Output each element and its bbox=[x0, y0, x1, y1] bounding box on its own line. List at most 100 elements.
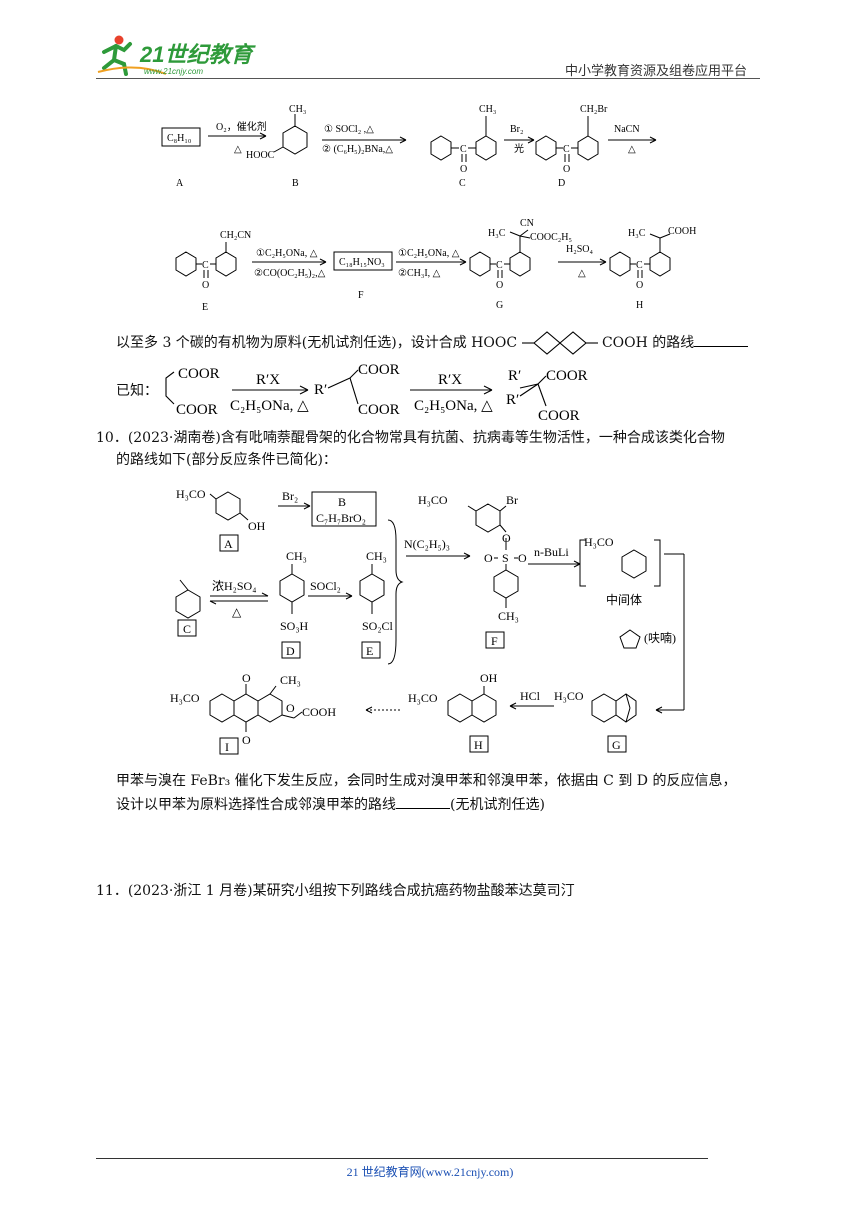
logo-text: 21世纪教育 bbox=[139, 42, 256, 67]
known-base-1: C₂H₅ONa, △ bbox=[230, 398, 309, 414]
compound-f-formula: C₁₈H₁₅NO₃ bbox=[339, 257, 385, 268]
reagent-hcl: HCl bbox=[520, 689, 541, 703]
i-carboxyl: COOH bbox=[302, 705, 336, 719]
header-divider bbox=[96, 78, 760, 79]
benzene-ring-d2 bbox=[577, 135, 599, 161]
known-r-prime: R′ bbox=[314, 382, 327, 398]
answer-blank-q9[interactable] bbox=[694, 334, 749, 347]
a-hydroxy: OH bbox=[248, 519, 266, 533]
label-i: I bbox=[225, 740, 229, 754]
label-f: F bbox=[491, 634, 498, 648]
label-f: F bbox=[358, 290, 364, 301]
reagent-6-bottom: ②CH₃I, △ bbox=[398, 268, 441, 279]
reagent-2-top: ① SOCl₂ ,△ bbox=[324, 124, 374, 135]
label-e: E bbox=[202, 302, 208, 313]
reagent-br2: Br₂ bbox=[282, 489, 298, 503]
known-reagent-2: R′X bbox=[438, 372, 462, 388]
label-box-c bbox=[177, 619, 197, 637]
d-carbonyl-o: O bbox=[563, 164, 570, 175]
label-c: C bbox=[459, 178, 466, 189]
intermediate-label: 中间体 bbox=[606, 592, 642, 607]
d-bromomethyl: CH₂Br bbox=[580, 104, 608, 115]
runner-icon bbox=[97, 35, 167, 76]
footer-divider bbox=[96, 1158, 708, 1159]
benzene-ring-g bbox=[591, 693, 617, 723]
known-coor-3: COOR bbox=[358, 362, 400, 378]
compound-f-box bbox=[333, 251, 393, 271]
e-cyanomethyl: CH₂CN bbox=[220, 230, 251, 241]
i-carbonyl-o1: O bbox=[242, 671, 251, 685]
known-coor-5: COOR bbox=[546, 368, 588, 384]
c-carbonyl-c: C bbox=[460, 144, 467, 155]
benzene-ring-h2 bbox=[649, 251, 671, 277]
reagent-conc-h2so4: 浓H₂SO₄ bbox=[212, 579, 256, 593]
benzene-ring-g2 bbox=[509, 251, 531, 277]
h-carbonyl-o: O bbox=[636, 280, 643, 291]
known-r-prime-2: R′ bbox=[508, 368, 521, 384]
site-logo[interactable]: 21世纪教育 www.21cnjy.com bbox=[96, 32, 266, 78]
synthesis-scheme-1: C₈H₁₀ A O₂，催化剂 △ CH₃ HOOC B ① SOCl₂ ,△ ②… bbox=[161, 104, 657, 189]
d-sulfonic-acid: SO₃H bbox=[280, 619, 309, 633]
reagent-4-bottom: △ bbox=[628, 144, 636, 155]
label-b: B bbox=[292, 178, 299, 189]
e-sulfonyl-chloride: SO₂Cl bbox=[362, 619, 394, 633]
reagent-4-top: NaCN bbox=[614, 124, 640, 135]
reagent-5-top: ①C₂H₅ONa, △ bbox=[256, 248, 318, 259]
benzene-ring-intermediate bbox=[621, 549, 647, 579]
label-box-a bbox=[219, 534, 239, 552]
reagent-nbuli: n-BuLi bbox=[534, 545, 569, 559]
i-methyl: CH₃ bbox=[280, 673, 301, 687]
c-carbonyl-o: O bbox=[460, 164, 467, 175]
known-base-2: C₂H₅ONa, △ bbox=[414, 398, 493, 414]
header-platform-title: 中小学教育资源及组卷应用平台 bbox=[565, 64, 748, 79]
label-box-h bbox=[469, 735, 489, 753]
reagent-3-top: Br₂ bbox=[510, 124, 524, 135]
q9-question: 以至多 3 个碳的有机物为原料(无机试剂任选)，设计合成 HOOC COOH 的… bbox=[116, 330, 766, 356]
benzene-ring-d1 bbox=[535, 135, 557, 161]
benzene-ring-f1 bbox=[475, 503, 501, 533]
label-d: D bbox=[286, 644, 295, 658]
label-h: H bbox=[636, 300, 643, 311]
f-methoxy: H₃CO bbox=[418, 493, 448, 507]
q10-sub-line-1: 甲苯与溴在 FeBr₃ 催化下发生反应，会同时生成对溴甲苯和邻溴甲苯，依据由 C… bbox=[116, 773, 737, 789]
i-ring-o: O bbox=[286, 701, 295, 715]
benzene-ring-f2 bbox=[493, 569, 519, 599]
answer-blank-q10[interactable] bbox=[396, 796, 450, 809]
q9-text-after: COOH 的路线 bbox=[601, 335, 695, 351]
e-carbonyl-c: C bbox=[202, 260, 209, 271]
label-box-d bbox=[281, 641, 301, 659]
h-methyl: H₃C bbox=[628, 228, 646, 239]
label-box-g bbox=[607, 735, 627, 753]
reagent-5-bottom: ②CO(OC₂H₅)₂,△ bbox=[254, 268, 326, 279]
reagent-triethylamine: N(C₂H₅)₃ bbox=[404, 537, 450, 551]
f-sulfur: S bbox=[502, 551, 509, 565]
reagent-7-top: H₂SO₄ bbox=[566, 244, 593, 255]
logo-url-text: www.21cnjy.com bbox=[144, 67, 203, 76]
reagent-socl2: SOCl₂ bbox=[310, 579, 341, 593]
known-label: 已知： bbox=[116, 383, 158, 399]
benzene-ring-b bbox=[282, 125, 308, 155]
f-sulfonyl-o2: O bbox=[518, 551, 527, 565]
g-cyano: CN bbox=[520, 218, 534, 229]
a-methoxy: H₃CO bbox=[176, 487, 206, 501]
f-ether-o: O bbox=[502, 531, 511, 545]
label-box-f bbox=[485, 631, 505, 649]
b-methyl: CH₃ bbox=[289, 104, 306, 115]
q10-line-1: 10．(2023·湖南卷)含有吡喃萘醌骨架的化合物常具有抗菌、抗病毒等生物活性，… bbox=[96, 430, 725, 446]
label-box-i bbox=[219, 737, 239, 755]
footer-link[interactable]: 21 世纪教育网(www.21cnjy.com) bbox=[346, 1165, 514, 1179]
synthesis-scheme-2: CH₂CN C O E ①C₂H₅ONa, △ ②CO(OC₂H₅)₂,△ C₁… bbox=[175, 218, 696, 313]
reagent-7-bottom: △ bbox=[578, 268, 586, 279]
compound-a-formula: C₈H₁₀ bbox=[167, 133, 192, 144]
benzene-ring-c1 bbox=[430, 135, 452, 161]
compound-a-box bbox=[161, 127, 201, 147]
benzene-ring-h1 bbox=[447, 693, 473, 723]
reagent-1-top: O₂，催化剂 bbox=[216, 120, 267, 133]
i-methoxy: H₃CO bbox=[170, 691, 200, 705]
q10-sub-text-after: (无机试剂任选) bbox=[450, 797, 545, 813]
benzene-ring-h1 bbox=[609, 251, 631, 277]
label-h: H bbox=[474, 738, 483, 752]
q10-sub-line-2: 设计以甲苯为原料选择性合成邻溴甲苯的路线(无机试剂任选) bbox=[116, 794, 776, 816]
q10-line-2: 的路线如下(部分反应条件已简化)： bbox=[116, 452, 337, 468]
label-c: C bbox=[183, 622, 191, 636]
